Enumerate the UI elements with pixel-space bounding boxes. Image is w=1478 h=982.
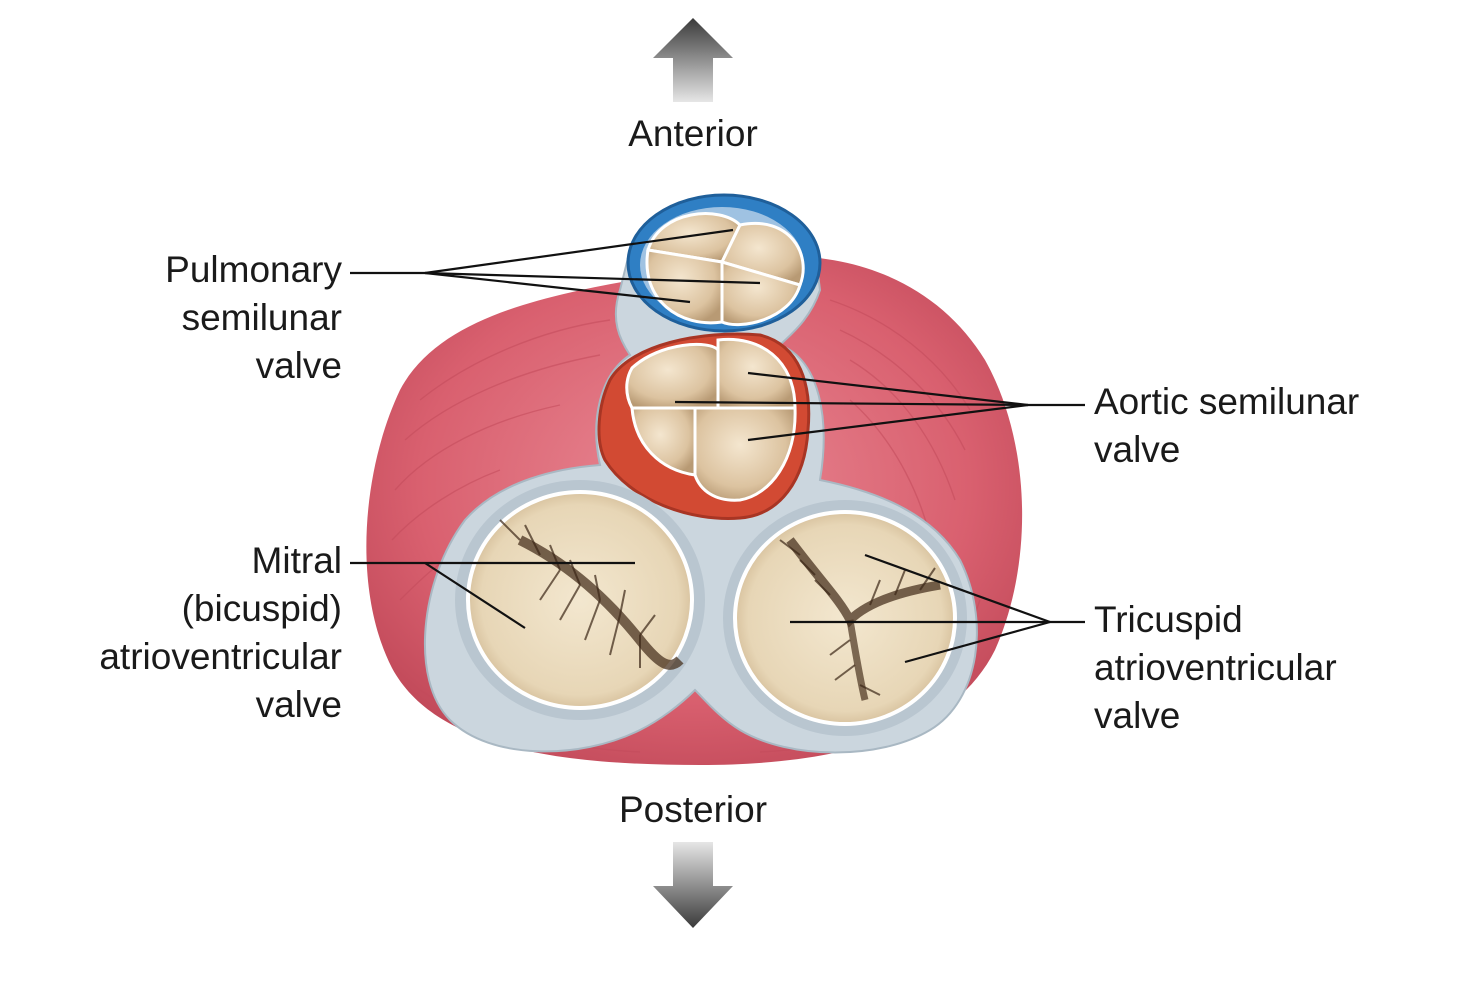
mitral-label-line-1: Mitral bbox=[251, 540, 342, 581]
leader-aortic-1 bbox=[747, 371, 1029, 407]
mitral-valve-label: Mitral (bicuspid) atrioventricular valve bbox=[40, 537, 342, 729]
arrow-down-icon bbox=[653, 842, 733, 928]
aortic-valve bbox=[597, 332, 811, 520]
leader-aortic-2 bbox=[674, 400, 1029, 407]
leader-aortic-3 bbox=[747, 403, 1029, 442]
tricuspid-valve-label: Tricuspid atrioventricular valve bbox=[1094, 596, 1434, 740]
leader-pulmonary-1 bbox=[424, 228, 734, 275]
tricuspid-label-line-3: valve bbox=[1094, 695, 1181, 736]
posterior-label: Posterior bbox=[618, 789, 768, 830]
arrow-up-icon bbox=[653, 18, 733, 102]
mitral-valve bbox=[455, 480, 705, 720]
leader-tricuspid-3 bbox=[904, 620, 1051, 664]
tricuspid-label-line-1: Tricuspid bbox=[1094, 599, 1243, 640]
pulmonary-valve bbox=[626, 193, 822, 333]
mitral-label-line-4: valve bbox=[255, 684, 342, 725]
leader-mitral-2 bbox=[424, 562, 526, 629]
tricuspid-valve bbox=[723, 500, 967, 736]
aortic-label-line-1: Aortic semilunar bbox=[1094, 381, 1360, 422]
leader-pulmonary-2 bbox=[424, 271, 761, 285]
aortic-label-line-2: valve bbox=[1094, 429, 1181, 470]
tricuspid-label-line-2: atrioventricular bbox=[1094, 647, 1337, 688]
leader-lines bbox=[350, 228, 1085, 664]
aortic-valve-label: Aortic semilunar valve bbox=[1094, 378, 1434, 474]
pulmonary-label-line-3: valve bbox=[255, 345, 342, 386]
leader-pulmonary-3 bbox=[424, 271, 691, 304]
pulmonary-label-line-2: semilunar bbox=[181, 297, 342, 338]
pulmonary-valve-label: Pulmonary semilunar valve bbox=[60, 246, 342, 390]
pulmonary-label-line-1: Pulmonary bbox=[165, 249, 342, 290]
mitral-label-line-3: atrioventricular bbox=[99, 636, 342, 677]
leader-tricuspid-1 bbox=[864, 553, 1051, 624]
mitral-label-line-2: (bicuspid) bbox=[181, 588, 342, 629]
anterior-label: Anterior bbox=[628, 113, 758, 154]
